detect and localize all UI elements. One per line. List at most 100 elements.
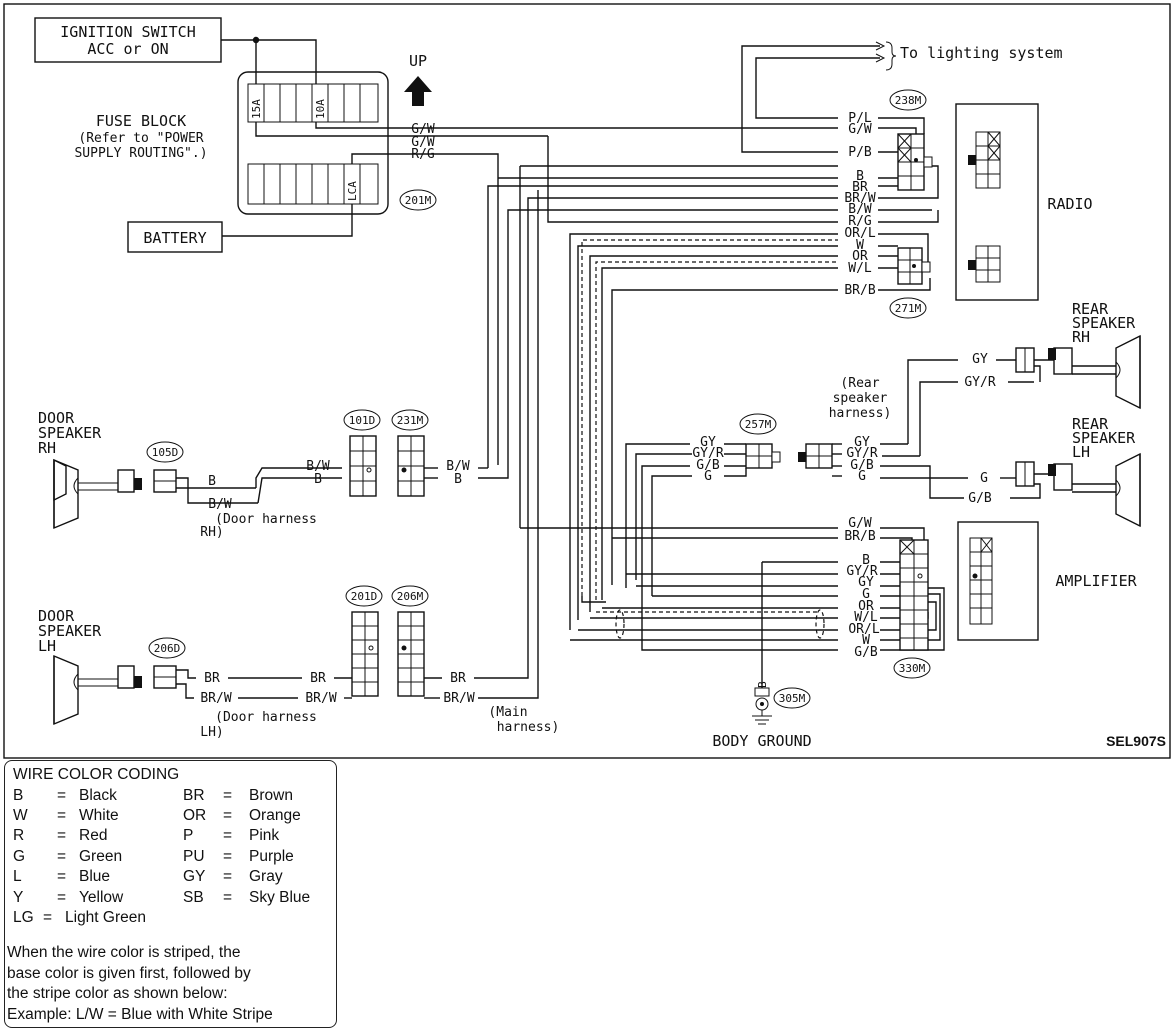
amplifier-unit: AMPLIFIER <box>957 521 1138 641</box>
wire-color-legend: WIRE COLOR CODING B = Black W = White R … <box>4 760 337 1028</box>
wire-label: OR/L <box>844 226 875 241</box>
door-speaker-lh-label2: SPEAKER <box>38 622 102 640</box>
wire-label: BR/B <box>844 283 875 298</box>
door-speaker-lh: DOOR SPEAKER LH 206D <box>38 607 186 726</box>
wire-label: W/L <box>854 610 878 625</box>
legend-note-line: the stripe color as shown below: <box>7 985 228 1002</box>
legend-name: Black <box>79 787 117 804</box>
legend-name: Sky Blue <box>249 889 311 906</box>
wire-label: GY <box>854 435 870 450</box>
wire-label: BR/W <box>200 691 231 706</box>
connector-271m-label: 271M <box>895 302 922 315</box>
connector-206m: 206M <box>391 585 429 697</box>
connector-231m: 231M <box>391 409 429 497</box>
wire-label: G/B <box>696 458 720 473</box>
wire-label: BR <box>450 671 466 686</box>
wire-label: G/B <box>850 458 874 473</box>
amplifier-label: AMPLIFIER <box>1055 572 1137 590</box>
wire-label: W/L <box>848 261 872 276</box>
rear-harness-label2: speaker <box>833 391 888 406</box>
wire-label: BR/B <box>844 529 875 544</box>
legend-name: Purple <box>249 848 294 865</box>
connector-201m: 201M <box>399 189 437 211</box>
wire-label: B/W <box>306 459 330 474</box>
wire-label: G/W <box>411 122 435 137</box>
wire-label: BR <box>204 671 220 686</box>
legend-note-line: base color is given first, followed by <box>7 964 251 982</box>
wire-label: B/W <box>848 202 872 217</box>
body-ground: B 305M BODY GROUND <box>712 681 811 750</box>
legend-code: Y <box>13 889 24 906</box>
wire-label: G <box>862 587 870 602</box>
wire-label: OR <box>852 249 868 264</box>
battery: BATTERY <box>127 221 223 253</box>
connector-206m-label: 206M <box>397 590 424 603</box>
main-harness: (Main <box>488 705 527 720</box>
connector-206d-label: 206D <box>154 642 181 655</box>
legend-eq: = <box>57 787 67 804</box>
wire-label: B <box>454 472 462 487</box>
legend-eq: = <box>223 807 233 824</box>
wire-label: P/L <box>848 111 872 126</box>
door-harness-lh: (Door harness <box>215 710 317 725</box>
wire-label: R/G <box>848 214 872 229</box>
legend-code: OR <box>183 807 207 824</box>
legend-name: Light Green <box>65 909 146 926</box>
wire-label: P/B <box>848 145 872 160</box>
legend-name: Gray <box>249 868 283 885</box>
main-harness-2: harness) <box>497 720 560 735</box>
legend-eq: = <box>223 868 233 885</box>
door-speaker-rh-label: DOOR <box>38 409 75 427</box>
door-speaker-rh: DOOR SPEAKER RH 105D <box>38 409 184 530</box>
legend-name: Yellow <box>79 889 124 906</box>
legend-code: GY <box>183 868 206 885</box>
to-lighting-label: To lighting system <box>900 44 1063 62</box>
wire-label: BR <box>310 671 326 686</box>
wire-label: GY <box>700 435 716 450</box>
legend-code: R <box>13 827 25 844</box>
wire-label: B/W <box>208 497 232 512</box>
wire-label: B <box>862 553 870 568</box>
rear-speaker-lh-label3: LH <box>1072 443 1090 461</box>
fuse-block: 15A 10A LCA FUSE BLOCK (Refer to "POWER … <box>74 71 389 215</box>
battery-label: BATTERY <box>143 229 206 247</box>
legend-name: Pink <box>249 827 280 844</box>
door-speaker-rh-label3: RH <box>38 439 56 457</box>
legend-note-line: When the wire color is striped, the <box>7 944 241 961</box>
legend-name: Brown <box>249 787 293 804</box>
fuse-block-ref: (Refer to "POWER <box>78 131 203 146</box>
legend-code: P <box>183 827 194 844</box>
legend-eq: = <box>223 889 233 906</box>
legend-name: Red <box>79 827 108 844</box>
ignition-switch-sublabel: ACC or ON <box>87 40 168 58</box>
connector-271m: 271M <box>889 247 931 319</box>
wire-label: BR/W <box>844 191 875 206</box>
figure-id: SEL907S <box>1106 733 1166 749</box>
fuse-15a: 15A <box>250 99 263 119</box>
door-speaker-lh-label: DOOR <box>38 607 75 625</box>
legend-eq: = <box>223 848 233 865</box>
rear-speaker-lh-label2: SPEAKER <box>1072 429 1136 447</box>
connector-305m-label: 305M <box>779 692 806 705</box>
power-wires <box>221 36 838 237</box>
legend-eq: = <box>57 848 67 865</box>
radio-unit: RADIO <box>955 103 1093 301</box>
legend-code: PU <box>183 848 205 865</box>
rear-speaker-lh-label: REAR <box>1072 415 1109 433</box>
wire-label: OR/L <box>848 622 879 637</box>
wire-label: GY <box>858 575 874 590</box>
radio-wires <box>487 45 880 696</box>
wire-label: G <box>704 469 712 484</box>
connector-330m-label: 330M <box>899 662 926 675</box>
legend-code: W <box>13 807 28 824</box>
wire-label: G <box>980 471 988 486</box>
rear-speaker-lh: REAR SPEAKER LH <box>1015 415 1141 528</box>
wire-label: GY/R <box>964 375 995 390</box>
wire-label: G/B <box>854 645 878 660</box>
wire-label: B <box>314 472 322 487</box>
rear-harness-label3: harness) <box>829 406 892 421</box>
door-speaker-lh-label3: LH <box>38 637 56 655</box>
connector-257m-label: 257M <box>745 418 772 431</box>
legend-eq: = <box>57 868 67 885</box>
connector-101d: 101D <box>343 409 381 497</box>
